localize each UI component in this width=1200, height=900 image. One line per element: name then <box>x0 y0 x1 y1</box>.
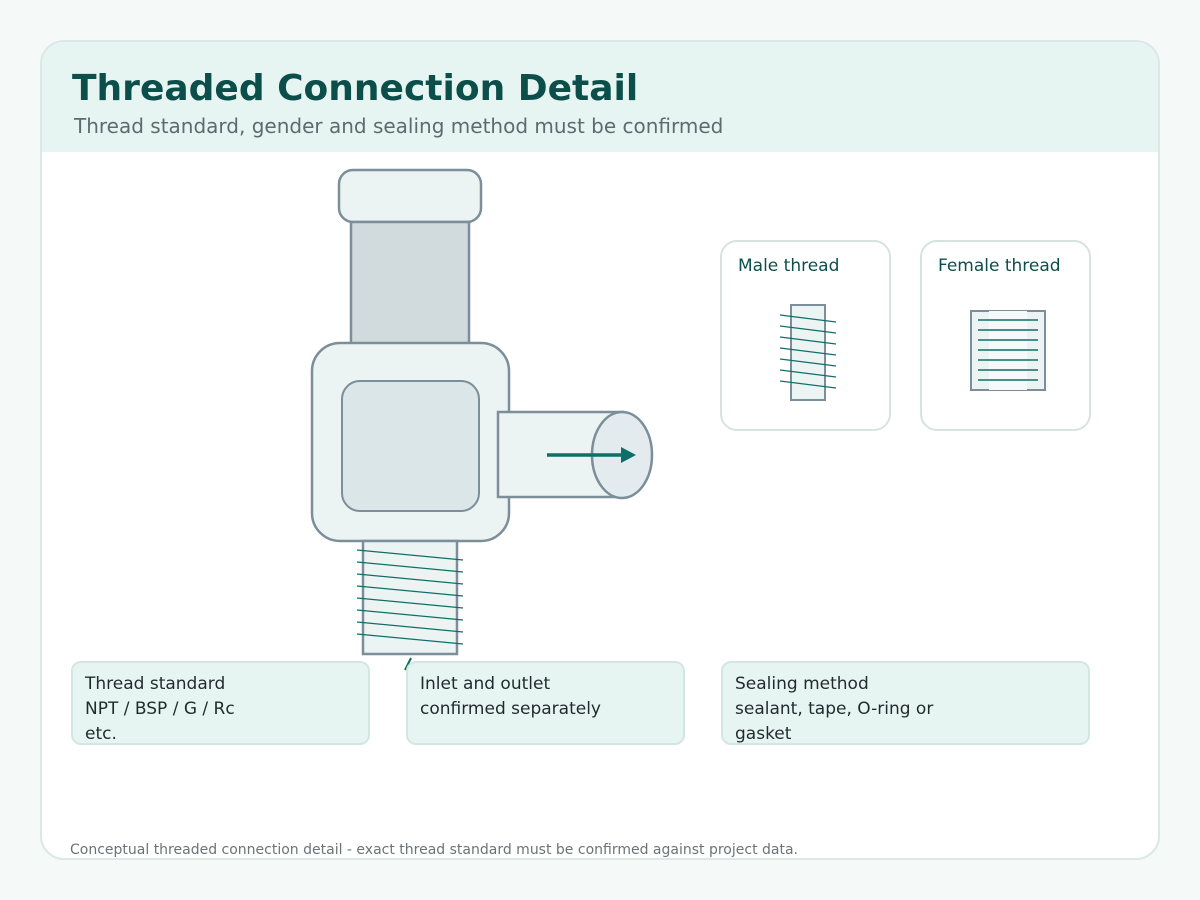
footer-note: Conceptual threaded connection detail - … <box>70 842 798 858</box>
female-thread-lines <box>978 319 1038 381</box>
callout-text: etc. <box>85 724 117 744</box>
callout-text: sealant, tape, O-ring or <box>735 699 934 719</box>
male-thread-label: Male thread <box>738 256 839 276</box>
callout-sealing-method: Sealing method sealant, tape, O-ring or … <box>721 661 1090 745</box>
page-subtitle: Thread standard, gender and sealing meth… <box>74 114 724 138</box>
male-thread-lines <box>779 314 837 389</box>
threaded-inlet <box>361 539 459 656</box>
page-title: Threaded Connection Detail <box>72 68 639 109</box>
header-band: Threaded Connection Detail Thread standa… <box>42 42 1158 152</box>
callout-text: Sealing method <box>735 674 869 694</box>
callout-text: Thread standard <box>85 674 226 694</box>
inlet-thread-lines <box>356 549 464 645</box>
female-thread-label: Female thread <box>938 256 1061 276</box>
valve-stem <box>349 220 471 349</box>
callout-inlet-outlet: Inlet and outlet confirmed separately <box>406 661 685 745</box>
callout-text: Inlet and outlet <box>420 674 551 694</box>
valve-cap <box>337 168 483 224</box>
flow-arrow-icon <box>547 447 636 463</box>
callout-thread-standard: Thread standard NPT / BSP / G / Rc etc. <box>71 661 370 745</box>
callout-text: gasket <box>735 724 792 744</box>
callout-text: confirmed separately <box>420 699 601 719</box>
callout-text: NPT / BSP / G / Rc <box>85 699 235 719</box>
valve-body-inner <box>341 380 480 512</box>
